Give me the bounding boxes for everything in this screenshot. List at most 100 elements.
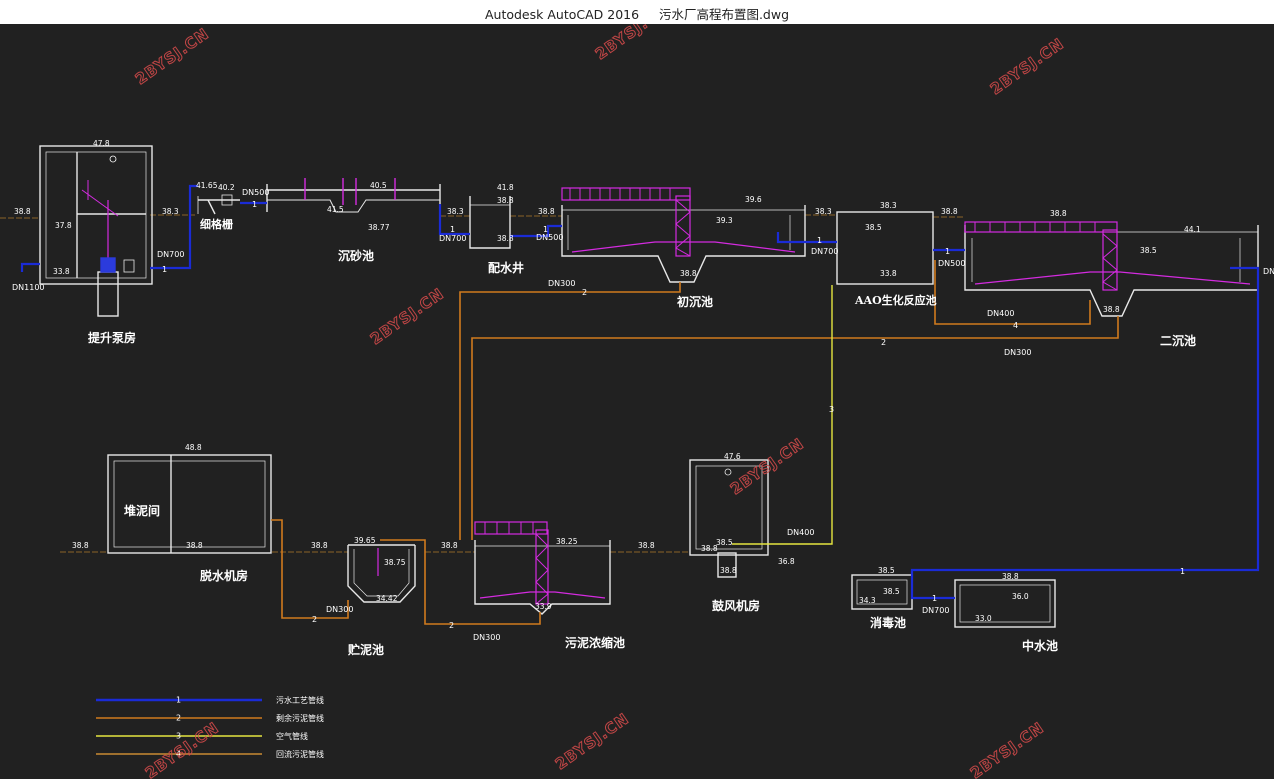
elevation: 33.0: [975, 614, 992, 623]
sludge-storage-tank[interactable]: [347, 544, 416, 603]
label-pump-house: 提升泵房: [88, 330, 136, 345]
aao-reactor[interactable]: [836, 211, 934, 285]
legend-item: 4 回流污泥管线: [96, 749, 324, 759]
watermark: 2BYSJ.CN: [132, 24, 212, 88]
window-title: Autodesk AutoCAD 2016 污水厂高程布置图.dwg: [0, 4, 1274, 23]
elevation: 47.8: [93, 139, 110, 148]
pipe-dewater-storage[interactable]: [271, 519, 349, 619]
flow-tag: 3: [829, 405, 834, 414]
flow-tag: 1: [450, 225, 455, 234]
elevation: 38.8: [1103, 305, 1120, 314]
pipe-size: DN300: [326, 605, 353, 614]
sludge-thickener[interactable]: [474, 540, 611, 615]
pipe-size: DN1100: [12, 283, 45, 292]
pipe-return-sludge[interactable]: [934, 260, 1091, 325]
elevation: 38.8: [1050, 209, 1067, 218]
flow-tag: 1: [543, 225, 548, 234]
pipe-size: DN400: [787, 528, 814, 537]
grit-chamber[interactable]: [266, 178, 441, 213]
legend-marker: 2: [176, 714, 181, 723]
pipe-grit-well[interactable]: [438, 204, 470, 236]
watermark: 2BYSJ.CN: [592, 24, 672, 63]
pipe-primary-sludge[interactable]: [459, 282, 681, 540]
elevation: 39.6: [745, 195, 762, 204]
app-name: Autodesk AutoCAD 2016: [484, 7, 640, 22]
pipe-secondary-disinfection[interactable]: [910, 266, 1260, 600]
label-sludge-yard: 堆泥间: [124, 503, 160, 518]
pipe-size: DN: [1263, 267, 1274, 276]
elevation: 38.25: [556, 537, 578, 546]
flow-tag: 1: [932, 594, 937, 603]
blower-room[interactable]: [689, 459, 769, 578]
legend-label: 回流污泥管线: [276, 749, 324, 759]
pipe-size: DN700: [157, 250, 184, 259]
legend-label: 空气管线: [276, 731, 308, 741]
watermark: 2BYSJ.CN: [967, 718, 1047, 779]
pipe-storage-thickener[interactable]: [380, 539, 541, 625]
pipe-primary-aao[interactable]: [776, 232, 837, 244]
flow-tag: 1: [162, 265, 167, 274]
fine-screen[interactable]: [197, 194, 240, 215]
elevation: 48.8: [185, 443, 202, 452]
watermark: 2BYSJ.CN: [727, 434, 807, 498]
pipe-well-primary[interactable]: [510, 224, 562, 238]
thickener-scraper-bridge[interactable]: [474, 521, 549, 605]
primary-clarifier[interactable]: [561, 205, 806, 283]
flow-tag: 1: [252, 200, 257, 209]
elevation: 44.1: [1184, 225, 1201, 234]
pipe-air[interactable]: [732, 285, 833, 545]
flow-tag: 2: [449, 621, 454, 630]
elevation: 34.42: [376, 594, 398, 603]
elevation: 38.8: [638, 541, 655, 550]
elevation: 41.5: [327, 205, 344, 214]
label-secondary-clarifier: 二沉池: [1160, 333, 1196, 348]
pipe-size: DN500: [242, 188, 269, 197]
elevation: 38.3: [880, 201, 897, 210]
elevation: 33.8: [880, 269, 897, 278]
label-disinfection-tank: 消毒池: [870, 615, 906, 630]
primary-scraper-bridge[interactable]: [561, 187, 691, 257]
pipe-pump-screen[interactable]: [150, 184, 198, 270]
ground-lines: [0, 214, 965, 553]
pipe-inflow[interactable]: [20, 262, 40, 272]
elevation: 40.2: [218, 183, 235, 192]
watermark: 2BYSJ.CN: [552, 709, 632, 773]
flow-tag: 2: [312, 615, 317, 624]
label-grit-chamber: 沉砂池: [338, 248, 374, 263]
label-distribution-well: 配水井: [488, 260, 524, 275]
elevation: 38.8: [720, 566, 737, 575]
elevation: 33.9: [535, 602, 552, 611]
elevation: 38.77: [368, 223, 390, 232]
elevation: 39.65: [354, 536, 376, 545]
elevation: 36.0: [1012, 592, 1029, 601]
elevation-labels: 38.8 37.8 33.8 47.8 38.3 41.65 40.2 40.5…: [14, 139, 1201, 623]
pipe-size: DN700: [439, 234, 466, 243]
label-reclaimed-water-tank: 中水池: [1022, 638, 1058, 653]
legend-marker: 3: [176, 732, 181, 741]
elevation: 47.6: [724, 452, 741, 461]
elevation: 38.5: [878, 566, 895, 575]
distribution-well[interactable]: [469, 196, 511, 249]
secondary-scraper-bridge[interactable]: [964, 221, 1118, 291]
legend-marker: 4: [176, 750, 181, 759]
legend-item: 3 空气管线: [96, 731, 308, 741]
elevation: 33.8: [53, 267, 70, 276]
elevation: 38.8: [72, 541, 89, 550]
pump-house[interactable]: [39, 145, 153, 317]
dewatering-house[interactable]: [107, 454, 272, 554]
pipe-size: DN300: [473, 633, 500, 642]
secondary-clarifier[interactable]: [964, 225, 1259, 317]
elevation: 40.5: [370, 181, 387, 190]
file-name: 污水厂高程布置图.dwg: [658, 7, 790, 22]
pipe-size: DN400: [987, 309, 1014, 318]
pipe-size: DN300: [1004, 348, 1031, 357]
pipe-secondary-sludge[interactable]: [471, 316, 1119, 540]
label-sludge-storage: 贮泥池: [347, 642, 384, 657]
pipe-size: DN500: [938, 259, 965, 268]
label-aao-reactor: AAO生化反应池: [854, 293, 937, 307]
reclaimed-water-tank[interactable]: [954, 579, 1056, 628]
